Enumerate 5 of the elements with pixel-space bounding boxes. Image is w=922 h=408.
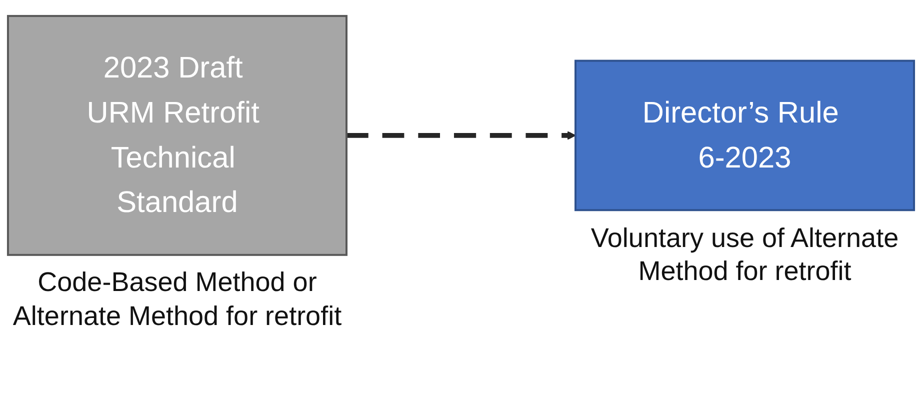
node-caption: Voluntary use of Alternate Method for retrofit [590,222,900,288]
arrow [346,130,576,140]
node-caption: Code-Based Method or Alternate Method for retrofit [12,266,343,334]
node-box: 2023 Draft URM Retrofit Technical Standard [6,14,348,256]
node-box: Director’s Rule 6-2023 [574,59,916,211]
